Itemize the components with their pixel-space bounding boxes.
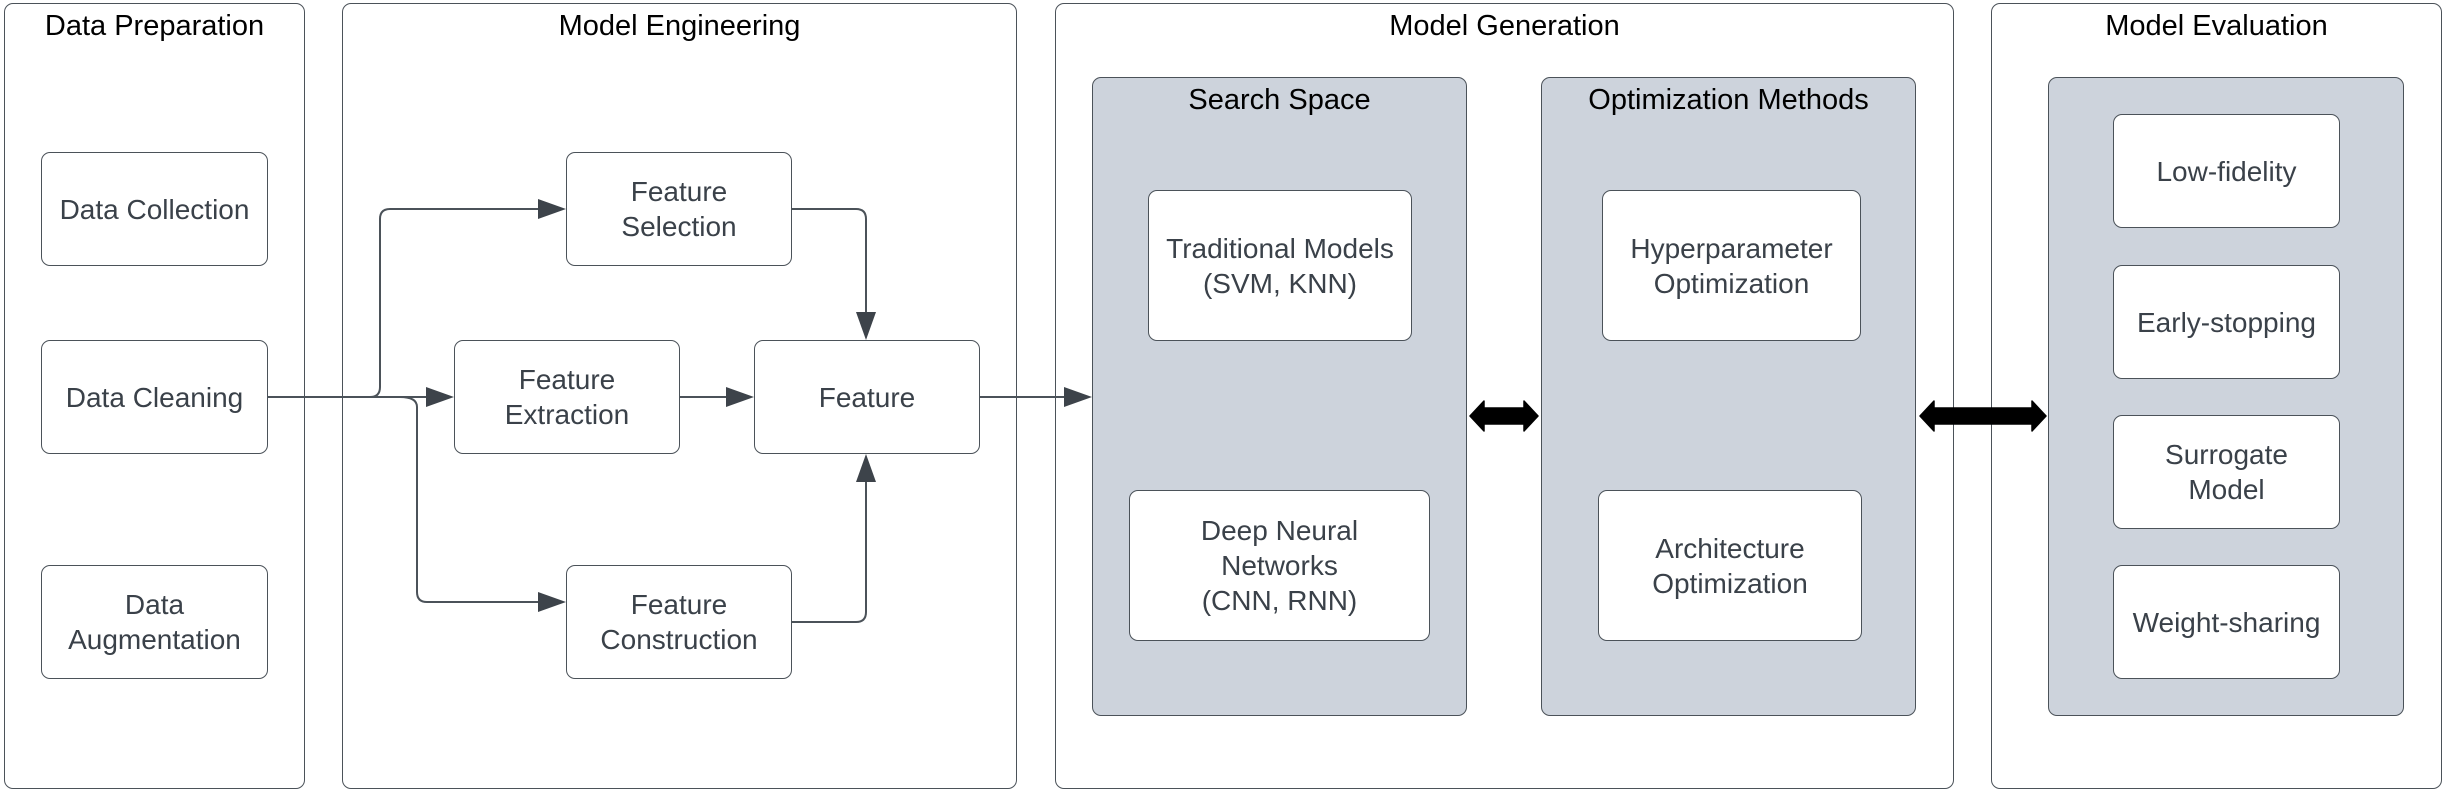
construction-to-feature-connector xyxy=(791,466,867,623)
weight-sharing-box: Weight-sharing xyxy=(2113,565,2340,679)
surrogate-model-box: Surrogate Model xyxy=(2113,415,2340,529)
hyperparameter-optimization-box: Hyperparameter Optimization xyxy=(1602,190,1861,341)
optimization-evaluation-bidirectional-arrow xyxy=(1919,400,2047,432)
data-cleaning-box: Data Cleaning xyxy=(41,340,268,454)
feature-construction-box: Feature Construction xyxy=(566,565,792,679)
extraction-to-feature-arrowhead xyxy=(726,387,754,407)
model-evaluation-title: Model Evaluation xyxy=(2105,10,2328,42)
construction-to-feature-arrowhead xyxy=(856,454,876,482)
deep-neural-networks-box: Deep Neural Networks (CNN, RNN) xyxy=(1129,490,1430,641)
feature-box: Feature xyxy=(754,340,980,454)
optimization-methods-title: Optimization Methods xyxy=(1588,84,1869,116)
model-generation-title: Model Generation xyxy=(1389,10,1620,42)
model-engineering-title: Model Engineering xyxy=(558,10,801,42)
search-space-title: Search Space xyxy=(1188,84,1371,116)
search-optimization-bidirectional-arrow xyxy=(1469,400,1539,432)
selection-to-feature-connector xyxy=(791,208,867,330)
data-augmentation-box: Data Augmentation xyxy=(41,565,268,679)
feature-selection-box: Feature Selection xyxy=(566,152,792,266)
low-fidelity-box: Low-fidelity xyxy=(2113,114,2340,228)
selection-to-feature-arrowhead xyxy=(856,312,876,340)
cleaning-to-extraction-arrowhead xyxy=(426,387,454,407)
early-stopping-box: Early-stopping xyxy=(2113,265,2340,379)
traditional-models-box: Traditional Models (SVM, KNN) xyxy=(1148,190,1412,341)
data-collection-box: Data Collection xyxy=(41,152,268,266)
data-preparation-title: Data Preparation xyxy=(44,10,265,42)
architecture-optimization-box: Architecture Optimization xyxy=(1598,490,1862,641)
feature-extraction-box: Feature Extraction xyxy=(454,340,680,454)
cleaning-to-construction-arrowhead xyxy=(538,592,566,612)
cleaning-to-construction-connector xyxy=(399,396,555,603)
cleaning-to-selection-arrowhead xyxy=(538,199,566,219)
feature-to-search-space-arrowhead xyxy=(1064,387,1092,407)
